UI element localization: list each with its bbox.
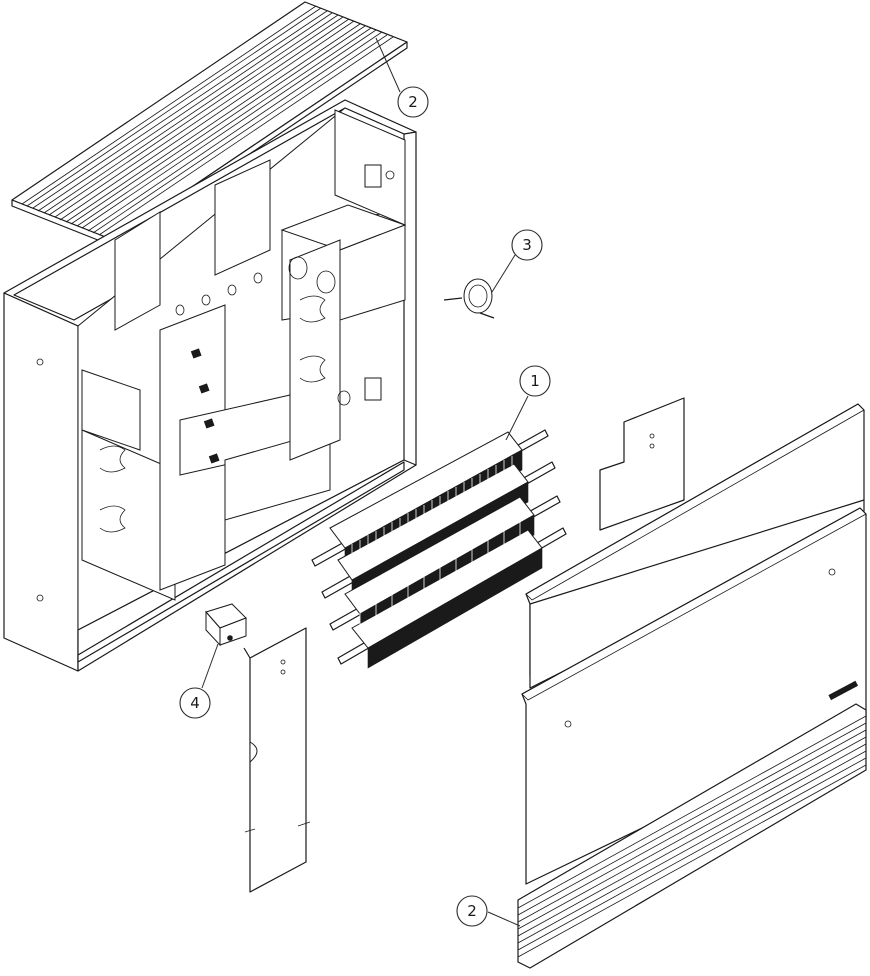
front-panel-upper <box>525 403 865 689</box>
housing <box>3 99 417 672</box>
thermostat <box>443 278 495 319</box>
callout-switch-label: 4 <box>190 694 200 712</box>
callout-thermostat: 3 <box>491 229 543 293</box>
callout-switch: 4 <box>179 643 219 719</box>
heating-element <box>311 429 567 669</box>
switch <box>205 603 251 659</box>
callout-grille-top-label: 2 <box>408 93 418 111</box>
callout-heating-element: 1 <box>505 365 551 441</box>
callout-grille-bottom-label: 2 <box>467 902 477 920</box>
bottom-grille <box>517 703 867 969</box>
callout-heating-element-label: 1 <box>530 372 540 390</box>
callout-grille-bottom: 2 <box>456 895 521 927</box>
baffle <box>599 397 685 531</box>
callout-thermostat-label: 3 <box>522 236 532 254</box>
side-plate <box>244 627 311 893</box>
callout-grille-top: 2 <box>375 37 429 118</box>
